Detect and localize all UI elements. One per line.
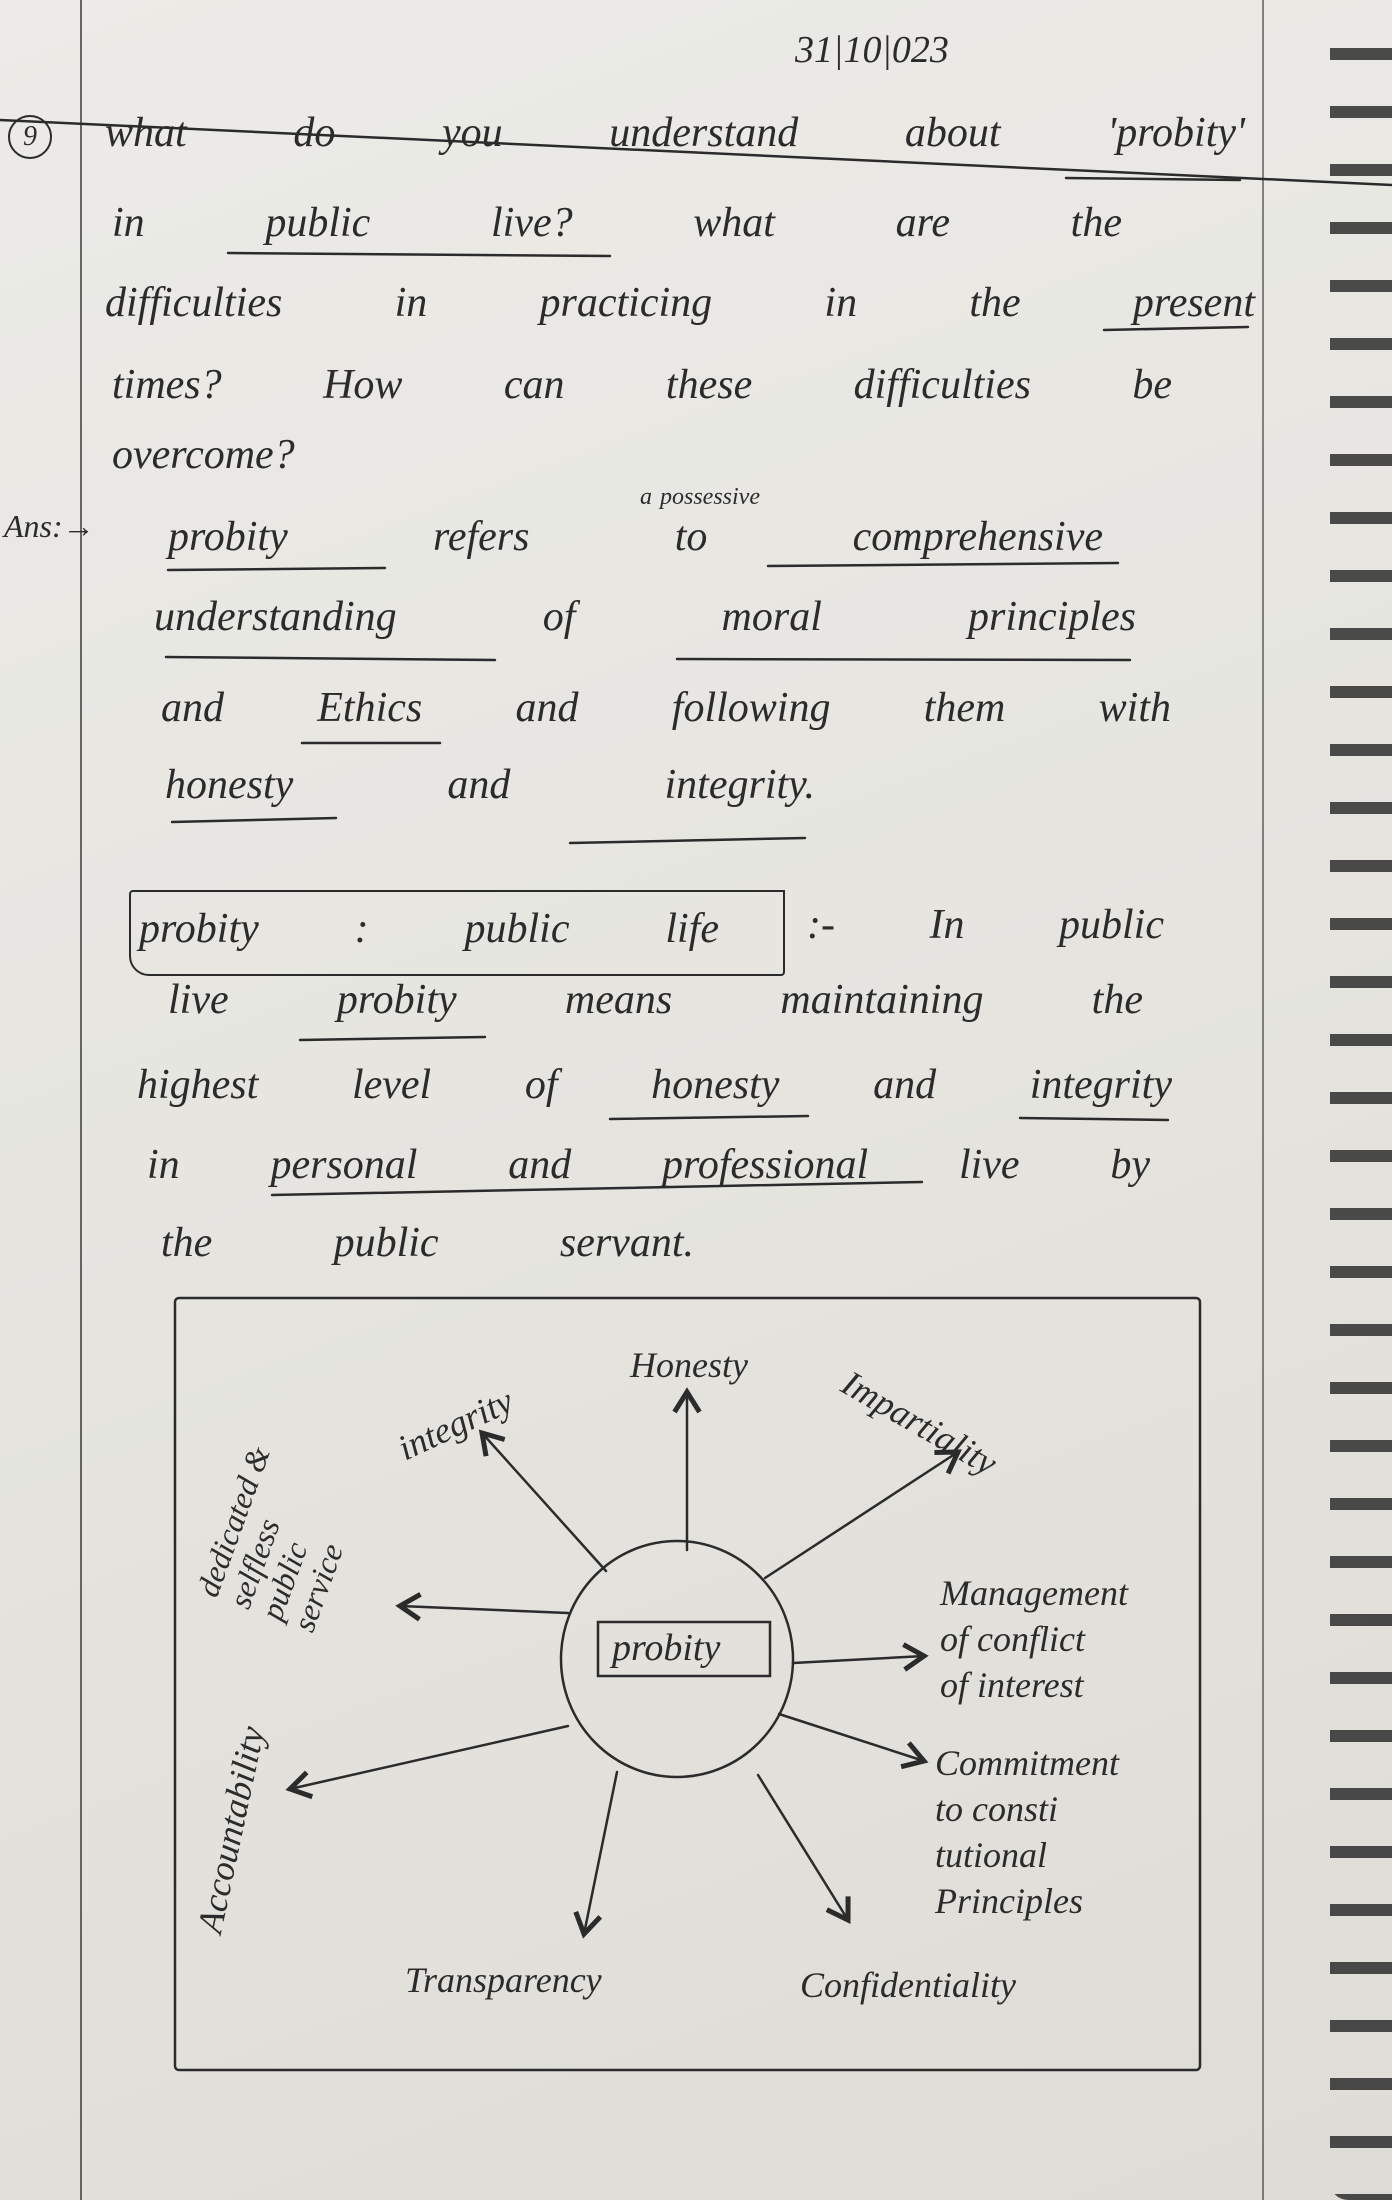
arrow-impartiality — [763, 1449, 962, 1580]
paragraph-line: the public servant. — [161, 1220, 694, 1266]
probity-center-box — [596, 1620, 772, 1678]
label-management-conflict: Management of conflict of interest — [940, 1570, 1128, 1708]
arrow-dedicated-service — [395, 1592, 570, 1622]
label-transparency: Transparency — [405, 1960, 602, 2000]
spiral-binding — [1330, 20, 1392, 2200]
label-line: Principles — [935, 1881, 1083, 1921]
paragraph-line: live probity means maintaining the — [168, 977, 1143, 1023]
label-line: of conflict — [940, 1619, 1085, 1659]
diagram-frame — [173, 1296, 1202, 2072]
diagram-center-label: probity — [612, 1627, 721, 1669]
label-honesty: Honesty — [630, 1345, 748, 1385]
label-commitment: Commitment to consti tutional Principles — [935, 1740, 1119, 1924]
answer-line: honesty and integrity. — [165, 762, 815, 808]
question-line: in public live? what are the — [112, 200, 1122, 246]
probity-circle — [559, 1539, 795, 1779]
heading-box: probity : public life — [129, 890, 785, 976]
insert-possessive: possessive — [660, 484, 760, 510]
paragraph-line: in personal and professional live by — [147, 1142, 1150, 1188]
arrow-transparency — [573, 1770, 619, 1939]
label-line: of interest — [940, 1665, 1084, 1705]
label-line: to consti — [935, 1789, 1058, 1829]
box-heading: probity : public life — [139, 906, 719, 952]
label-confidentiality: Confidentiality — [800, 1965, 1016, 2005]
date: 31|10|023 — [795, 29, 949, 71]
arrow-accountability — [285, 1724, 570, 1800]
label-line: Commitment — [935, 1743, 1119, 1783]
question-line: times? How can these difficulties be — [112, 362, 1172, 408]
paragraph-line: highest level of honesty and integrity — [137, 1062, 1172, 1108]
arrow-management — [791, 1642, 929, 1672]
label-line: Management — [940, 1573, 1128, 1613]
answer-label: Ans:→ — [4, 508, 95, 544]
box-continuation: :- In public — [807, 902, 1164, 948]
answer-line: and Ethics and following them with — [161, 685, 1171, 731]
arrow-confidentiality — [756, 1773, 851, 1925]
notebook-margin-line — [80, 0, 82, 2200]
insert-article: a — [640, 484, 652, 510]
question-number: 9 — [8, 115, 52, 159]
answer-line: probity refers to comprehensive — [168, 514, 1103, 560]
question-line: difficulties in practicing in the presen… — [105, 280, 1255, 326]
notebook-right-edge — [1262, 0, 1264, 2200]
question-line: what do you understand about 'probity' — [105, 110, 1245, 156]
header-rule — [0, 118, 1392, 187]
question-line: overcome? — [112, 432, 295, 478]
arrow-integrity — [478, 1429, 608, 1573]
label-line: tutional — [935, 1835, 1048, 1875]
arrow-commitment — [777, 1712, 929, 1770]
answer-line: understanding of moral principles — [154, 594, 1136, 640]
